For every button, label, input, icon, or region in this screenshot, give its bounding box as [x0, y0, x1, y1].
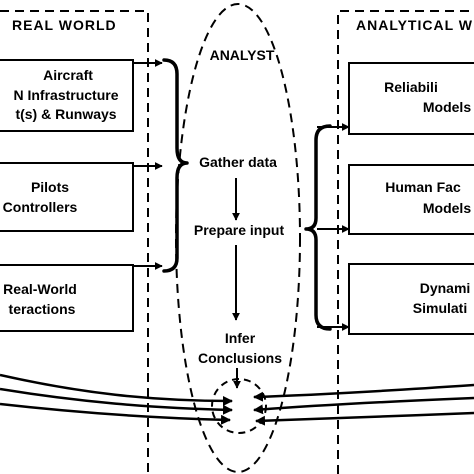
step-infer: Infer [225, 330, 256, 346]
analyst-label: ANALYST [210, 47, 275, 63]
box-dynamic-line-2: Simulati [413, 300, 467, 316]
step-gather-data: Gather data [199, 154, 277, 170]
box-aircraft-line-1: Aircraft [43, 67, 93, 83]
analytical-world-region: ANALYTICAL W [337, 10, 474, 474]
real-world-box-pilots: Pilots Controllers [0, 162, 134, 232]
real-world-box-interactions: Real-World teractions [0, 264, 134, 332]
step-conclusions: Conclusions [198, 350, 282, 366]
box-reliability-line-2: Models [423, 99, 471, 115]
analytical-arrows [317, 123, 350, 331]
box-aircraft-line-3: t(s) & Runways [15, 106, 116, 122]
real-world-region: REAL WORLD [0, 10, 149, 474]
left-flow-curves [0, 373, 233, 425]
left-flow-3 [0, 402, 231, 425]
right-flow-3 [255, 411, 474, 426]
left-brace [162, 58, 189, 273]
analyst-ellipse [175, 3, 301, 473]
box-human-factors-line-2: Models [423, 200, 471, 216]
box-pilots-line-1: Pilots [31, 179, 69, 195]
real-world-arrows [133, 59, 163, 270]
conclusion-target [211, 378, 267, 434]
analytical-box-reliability: Reliabili Models [348, 62, 474, 135]
box-aircraft-line-2: N Infrastructure [13, 87, 118, 103]
analytical-box-human-factors: Human Fac Models [348, 164, 474, 235]
step-prepare-input: Prepare input [194, 222, 285, 238]
right-flow-1 [253, 383, 474, 402]
analytical-box-dynamic: Dynami Simulati [348, 263, 474, 335]
right-flow-curves [253, 383, 474, 426]
left-flow-1 [0, 373, 233, 406]
box-reliability-line-1: Reliabili [384, 79, 438, 95]
left-flow-2 [0, 387, 233, 415]
box-interactions-line-2: teractions [9, 301, 76, 317]
box-pilots-line-2: Controllers [3, 199, 78, 215]
analytical-world-label: ANALYTICAL W [356, 17, 473, 33]
real-world-label: REAL WORLD [12, 17, 117, 33]
right-brace [304, 124, 332, 331]
box-interactions-line-1: Real-World [3, 281, 77, 297]
box-human-factors-line-1: Human Fac [385, 179, 461, 195]
real-world-box-aircraft: Aircraft N Infrastructure t(s) & Runways [0, 59, 134, 132]
box-dynamic-line-1: Dynami [420, 280, 471, 296]
right-flow-2 [253, 396, 474, 415]
